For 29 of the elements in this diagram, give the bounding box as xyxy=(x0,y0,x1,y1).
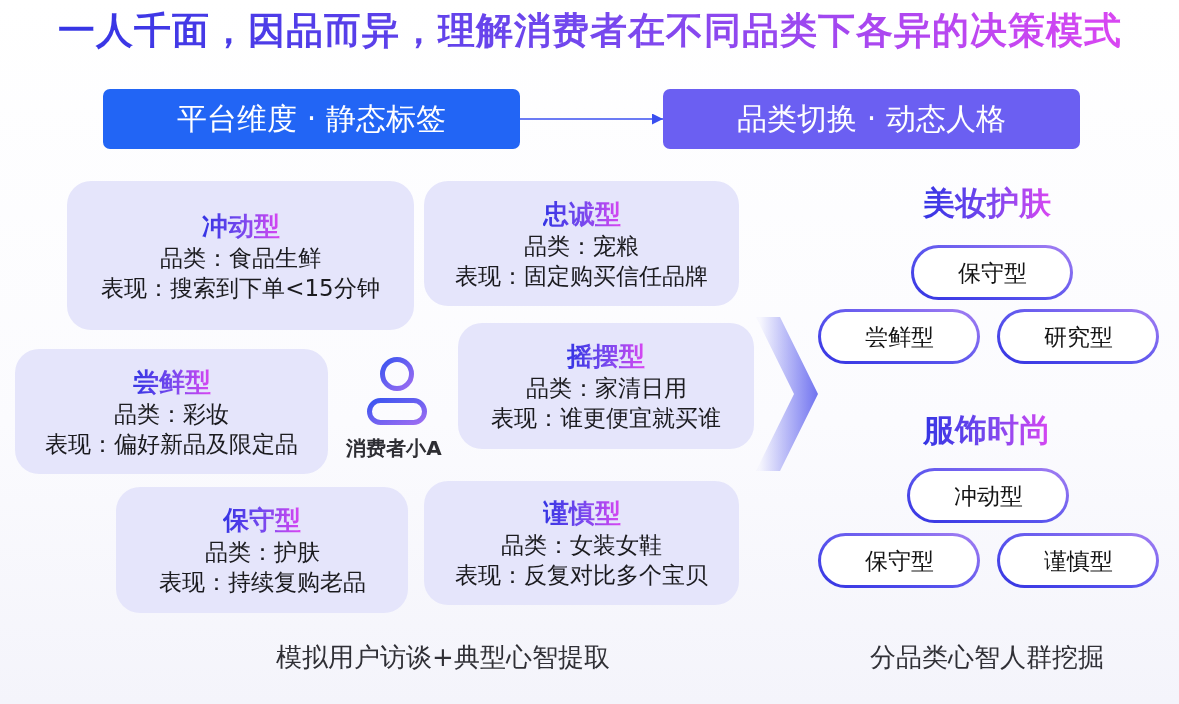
persona-card xyxy=(67,181,414,330)
persona-card xyxy=(424,181,739,306)
persona-detail: 表现：持续复购老品 xyxy=(158,568,366,597)
tag-text: 谨慎型 xyxy=(1043,546,1113,576)
stage-banner xyxy=(663,89,1080,149)
banner-text: 平台维度 · 静态标签 xyxy=(177,100,446,138)
persona-detail: 品类：女装女鞋 xyxy=(501,531,662,560)
person-caption: 消费者小A xyxy=(346,435,442,461)
banner-text: 品类切换 · 动态人格 xyxy=(737,100,1006,138)
persona-detail: 品类：彩妆 xyxy=(114,399,229,429)
tag-text: 保守型 xyxy=(957,258,1027,288)
footer-caption: 分品类心智人群挖掘 xyxy=(870,641,1104,674)
persona-detail: 表现：固定购买信任品牌 xyxy=(455,261,708,291)
persona-detail: 品类：食品生鲜 xyxy=(160,243,321,273)
persona-detail: 品类：家清日用 xyxy=(525,374,687,403)
page-title: 一人千面，因品而异，理解消费者在不同品类下各异的决策模式 xyxy=(57,9,1122,53)
arrow xyxy=(519,113,664,125)
persona-detail: 表现：偏好新品及限定品 xyxy=(45,429,298,459)
persona-detail: 表现：搜索到下单<15分钟 xyxy=(101,273,380,303)
persona-detail: 品类：护肤 xyxy=(204,538,320,567)
tag-text: 研究型 xyxy=(1043,322,1113,352)
footer-caption: 模拟用户访谈+典型心智提取 xyxy=(276,641,610,674)
persona-detail: 表现：谁更便宜就买谁 xyxy=(491,404,721,433)
persona-detail: 表现：反复对比多个宝贝 xyxy=(455,561,708,590)
tag-text: 尝鲜型 xyxy=(864,322,934,352)
stage-banner xyxy=(103,89,520,149)
tag-text: 保守型 xyxy=(864,546,934,576)
persona-detail: 品类：宠粮 xyxy=(524,231,639,261)
tag-text: 冲动型 xyxy=(953,481,1023,511)
